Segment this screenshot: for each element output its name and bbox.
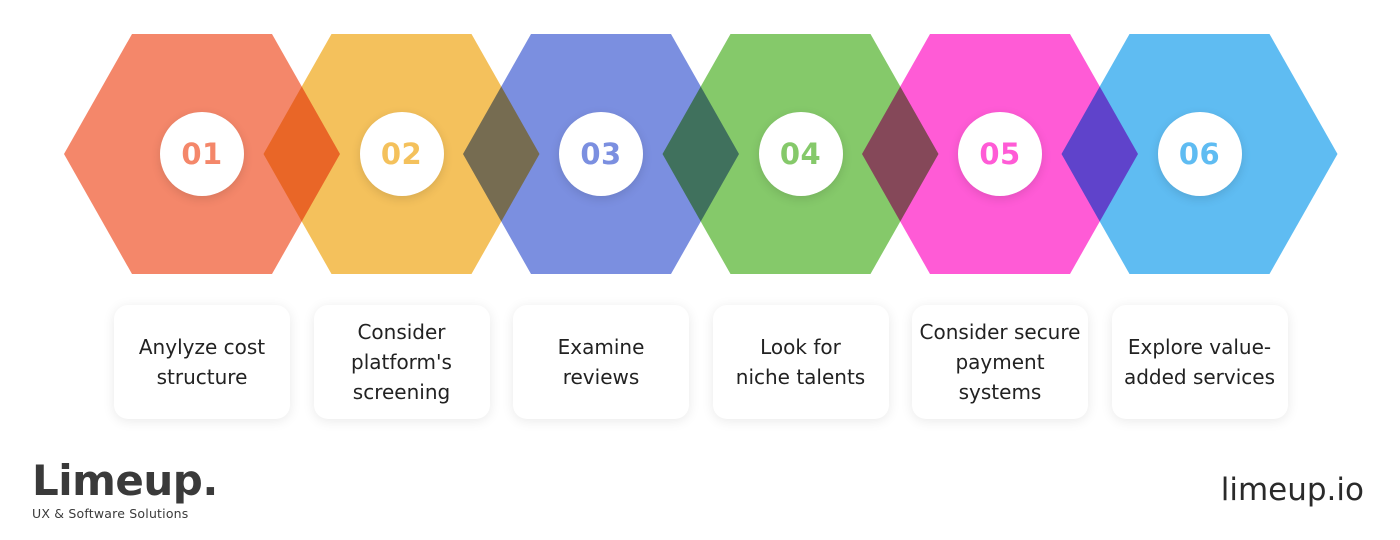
step-number-5: 05 <box>958 112 1042 196</box>
step-label-line: platform's <box>351 350 452 374</box>
step-number-2: 02 <box>359 112 444 196</box>
step-card-6: Explore value-added services <box>1111 305 1288 419</box>
step-label-line: structure <box>156 365 248 389</box>
step-label-line: screening <box>352 380 451 404</box>
step-label-line: Examine <box>557 335 645 359</box>
step-card-3: Examine reviews <box>513 305 689 419</box>
step-label-line: niche talents <box>735 365 866 389</box>
step-label-line: reviews <box>562 365 640 389</box>
logo-wordmark: Limeup. <box>32 456 218 505</box>
step-label-4: Look for niche talents <box>736 332 865 392</box>
step-label-2: Consider platform's screening <box>351 317 452 407</box>
step-label-1: Anylyze cost structure <box>139 332 265 392</box>
step-label-line: Anylyze cost <box>138 335 266 359</box>
step-label-line: Look for <box>760 335 841 359</box>
step-card-5: Consider secure payment systems <box>912 305 1088 419</box>
step-number-3: 03 <box>559 112 643 196</box>
step-label-line: Consider secure <box>919 320 1081 344</box>
step-label-line: Consider <box>357 320 446 344</box>
step-card-2: Consider platform's screening <box>313 305 490 419</box>
step-label-line: Explore value- <box>1127 335 1272 359</box>
step-number-6: 06 <box>1157 112 1242 196</box>
step-card-1: Anylyze cost structure <box>114 305 290 419</box>
logo-tagline: UX & Software Solutions <box>32 506 189 521</box>
step-card-4: Look for niche talents <box>712 305 889 419</box>
step-label-5: Consider secure payment systems <box>920 317 1081 407</box>
step-label-6: Explore value-added services <box>1124 332 1275 392</box>
step-number-4: 04 <box>758 112 843 196</box>
step-label-line: added services <box>1123 365 1276 389</box>
step-number-1: 01 <box>160 112 244 196</box>
site-url: limeup.io <box>1220 472 1364 508</box>
step-label-line: payment <box>955 350 1045 374</box>
step-label-3: Examine reviews <box>558 332 645 392</box>
step-label-line: systems <box>958 380 1042 404</box>
limeup-logo: Limeup. UX & Software Solutions <box>32 456 218 522</box>
